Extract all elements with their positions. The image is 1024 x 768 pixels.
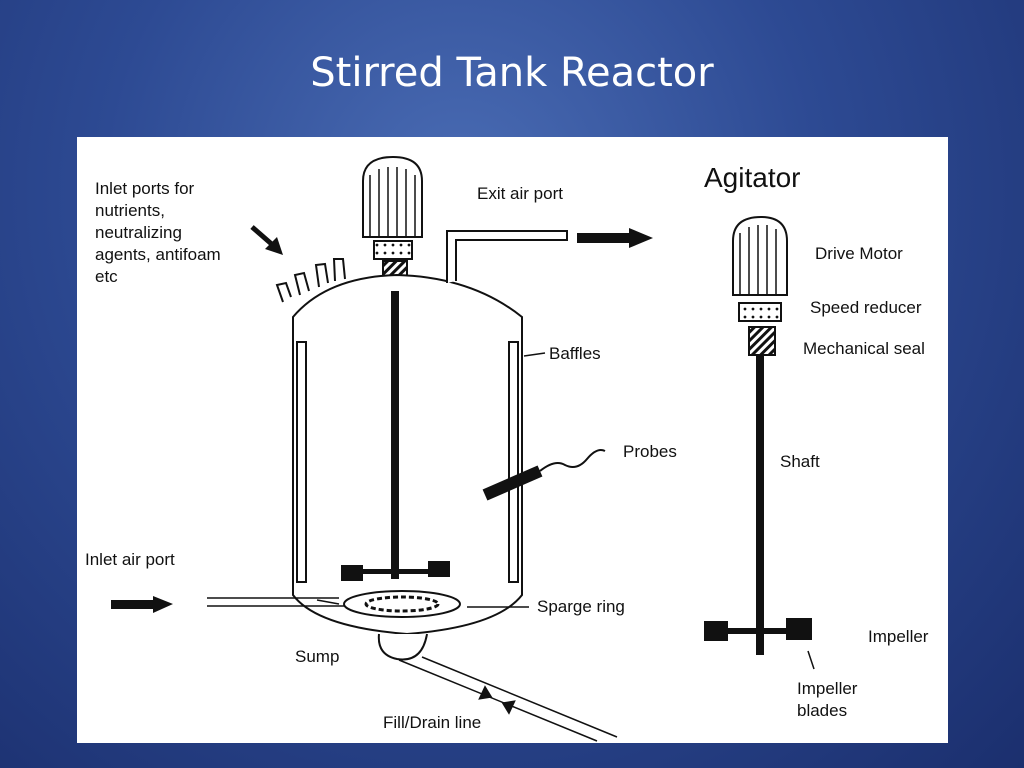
sparge-ring-label: Sparge ring xyxy=(537,597,625,616)
inlet-ports-line-4: agents, antifoam xyxy=(95,245,221,264)
agitator-impeller xyxy=(704,617,812,647)
fill-drain-line xyxy=(398,656,618,742)
baffles-leader xyxy=(523,352,546,357)
drive-motor xyxy=(362,155,423,238)
exit-air-port-label: Exit air port xyxy=(477,184,563,203)
stirred-tank-diagram: Inlet ports for nutrients, neutralizing … xyxy=(85,155,929,742)
inlet-ports-label: Inlet ports for nutrients, neutralizing … xyxy=(95,179,225,286)
baffle-right xyxy=(508,341,519,583)
sump xyxy=(377,633,428,661)
impeller-blades-leader xyxy=(807,650,815,670)
baffles-label: Baffles xyxy=(549,344,601,363)
sparge-ring xyxy=(343,590,461,618)
probes-label: Probes xyxy=(623,442,677,461)
agitator-mechanical-seal xyxy=(748,326,776,356)
shaft-label: Shaft xyxy=(780,452,820,471)
agitator-drive-motor xyxy=(732,215,788,296)
agitator-shaft xyxy=(756,355,764,655)
tank-vessel xyxy=(292,273,523,636)
reactor-shaft xyxy=(391,291,399,567)
slide-title: Stirred Tank Reactor xyxy=(310,50,714,96)
impeller-blades-label: Impeller blades xyxy=(797,679,862,720)
inlet-ports-line-3: neutralizing xyxy=(95,223,182,242)
fill-drain-line-label: Fill/Drain line xyxy=(383,713,481,732)
baffle-left xyxy=(296,341,307,583)
impeller-blades-line-1: Impeller xyxy=(797,679,858,698)
probe xyxy=(482,449,606,501)
inlet-ports-arrow xyxy=(250,225,283,255)
inlet-port-tubes xyxy=(275,258,346,303)
sump-label: Sump xyxy=(295,647,339,666)
mechanical-seal-label: Mechanical seal xyxy=(803,339,925,358)
speed-reducer-label: Speed reducer xyxy=(810,298,922,317)
inlet-ports-line-5: etc xyxy=(95,267,118,286)
exit-air-arrow xyxy=(577,228,653,248)
agitator-speed-reducer xyxy=(738,302,782,322)
drive-motor-label: Drive Motor xyxy=(815,244,903,263)
exit-air-pipe xyxy=(446,230,568,283)
speed-reducer xyxy=(373,240,413,260)
impeller-blades-line-2: blades xyxy=(797,701,847,720)
impeller-label: Impeller xyxy=(868,627,929,646)
diagram-panel: Inlet ports for nutrients, neutralizing … xyxy=(77,137,948,743)
reactor-impeller xyxy=(341,557,450,581)
agitator-title: Agitator xyxy=(704,162,801,193)
inlet-ports-line-2: nutrients, xyxy=(95,201,165,220)
inlet-ports-line-1: Inlet ports for xyxy=(95,179,195,198)
inlet-air-port-label: Inlet air port xyxy=(85,550,175,569)
inlet-air-arrow xyxy=(111,596,173,613)
